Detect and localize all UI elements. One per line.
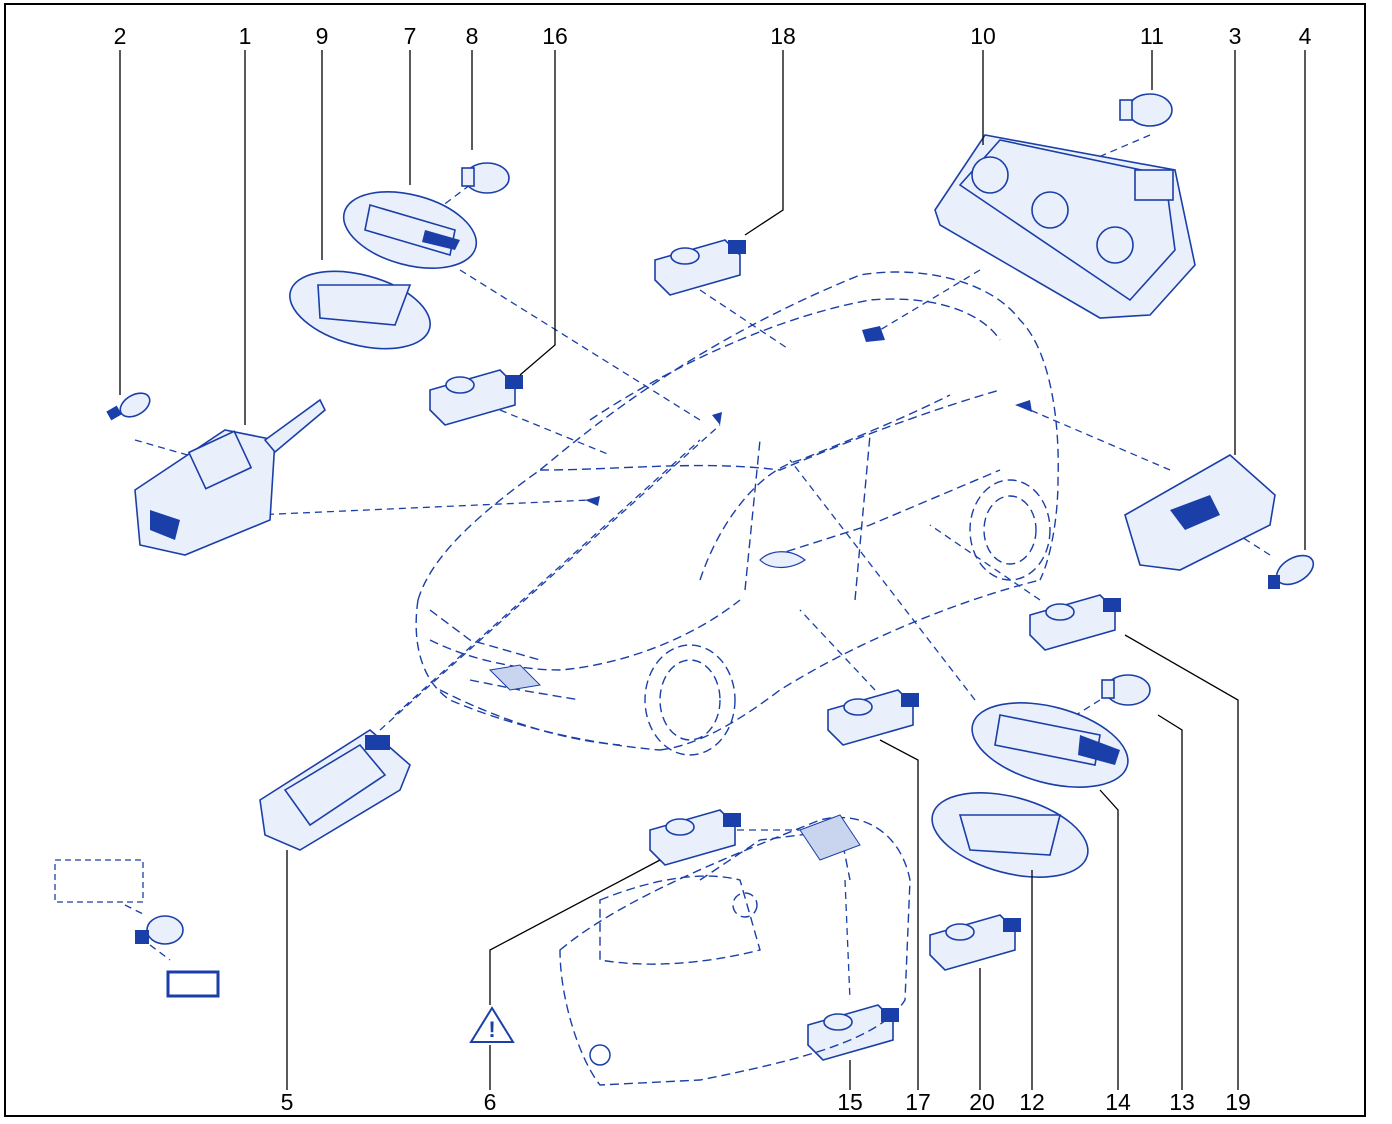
part-2-bulb-icon	[106, 392, 151, 421]
part-10-lamp-housing-icon	[934, 134, 1196, 319]
part-1-lamp-assembly	[134, 398, 326, 556]
part-6-switch-icon	[649, 809, 741, 866]
part-3-lamp-unit	[1124, 454, 1276, 571]
part-15-switch-icon	[807, 1004, 899, 1061]
part-16-switch-icon	[429, 369, 523, 426]
callout-18: 18	[770, 23, 796, 49]
callout-3: 3	[1229, 23, 1242, 49]
callout-4: 4	[1299, 23, 1312, 49]
callout-19: 19	[1225, 1089, 1251, 1115]
part-9-lens	[289, 270, 431, 350]
part-11-bulb-icon	[1119, 93, 1173, 127]
callout-8: 8	[466, 23, 479, 49]
callout-14: 14	[1105, 1089, 1131, 1115]
part-8-bulb-icon	[461, 162, 510, 194]
part-17-switch-icon	[827, 689, 919, 746]
car-outline	[415, 271, 1059, 756]
warning-symbol: !	[488, 1017, 495, 1042]
callout-6: 6	[484, 1089, 497, 1115]
callout-leader-lines	[119, 50, 1306, 1090]
part-4-bulb-icon	[1268, 554, 1315, 589]
callout-10: 10	[970, 23, 996, 49]
callout-1: 1	[239, 23, 252, 49]
callout-11: 11	[1140, 23, 1164, 49]
part-5-lamp-unit	[259, 729, 411, 851]
part-7-lamp-unit	[342, 191, 478, 269]
callout-numbers: 2 1 9 7 8 16 18 10 11 3 4 5 6 15 17 20 1…	[114, 23, 1312, 1115]
part-20-switch-icon	[929, 914, 1021, 971]
part-18-switch-icon	[654, 239, 746, 296]
callout-12: 12	[1019, 1089, 1045, 1115]
callout-5: 5	[281, 1089, 294, 1115]
part-14-lamp-unit	[971, 702, 1129, 788]
callout-20: 20	[969, 1089, 995, 1115]
part-19-switch-icon	[1029, 594, 1121, 651]
callout-13: 13	[1169, 1089, 1195, 1115]
callout-17: 17	[905, 1089, 931, 1115]
callout-16: 16	[542, 23, 568, 49]
part-12-lens	[931, 792, 1089, 878]
part-13-bulb-icon	[1101, 674, 1151, 706]
callout-7: 7	[404, 23, 417, 49]
center-console	[559, 814, 911, 1086]
callout-9: 9	[316, 23, 329, 49]
bulb-inset	[54, 859, 220, 998]
warning-triangle-icon: !	[469, 1006, 515, 1043]
callout-15: 15	[837, 1089, 863, 1115]
callout-2: 2	[114, 23, 127, 49]
